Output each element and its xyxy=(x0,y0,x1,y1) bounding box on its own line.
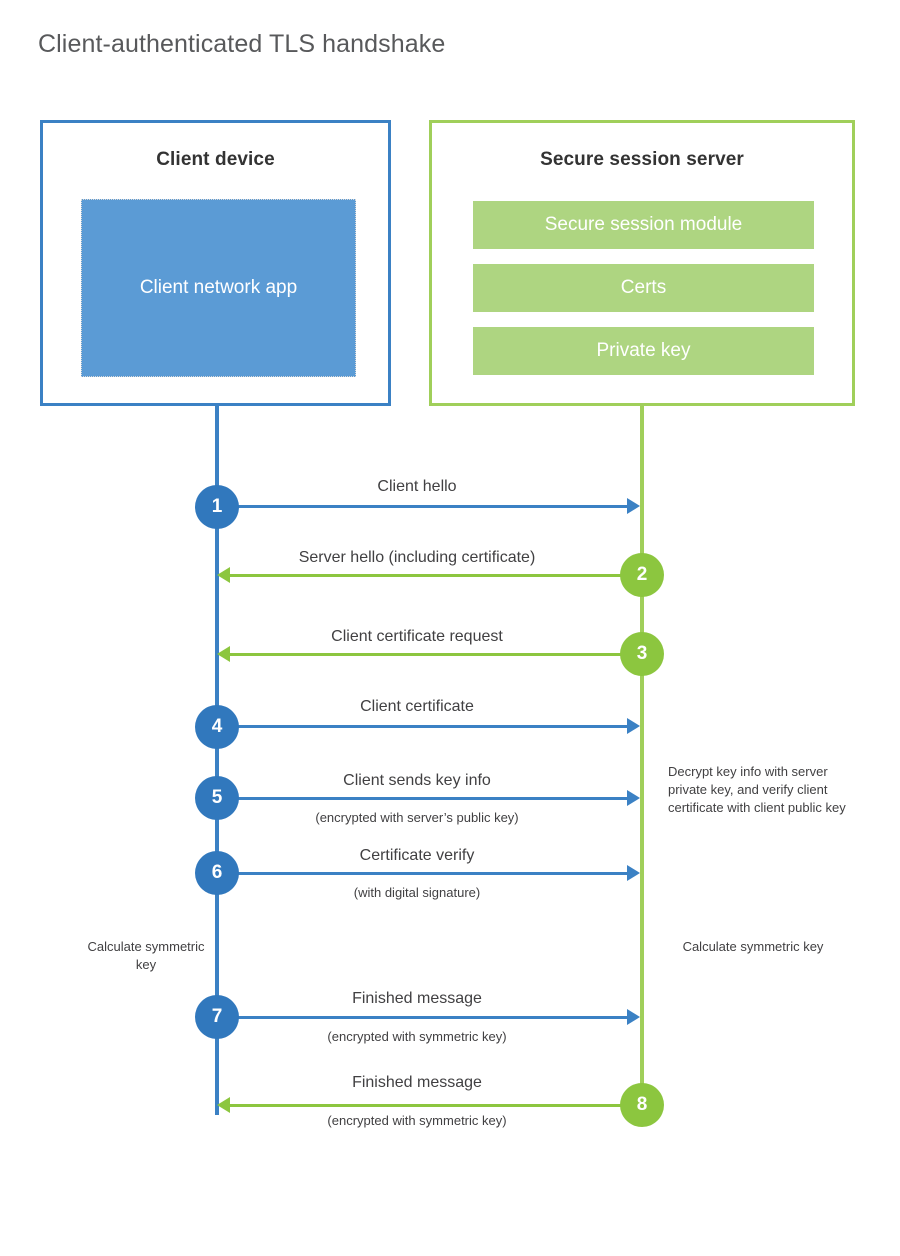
message-7-line xyxy=(217,1016,627,1019)
step-circle-1[interactable]: 1 xyxy=(195,485,239,529)
message-6-arrowhead-icon xyxy=(627,865,640,881)
server-module-secure-session-module: Secure session module xyxy=(473,201,814,249)
message-8-arrowhead-icon xyxy=(217,1097,230,1113)
message-8-label: Finished message xyxy=(352,1074,482,1091)
client-device-title: Client device xyxy=(156,149,275,170)
secure-session-server-box: Secure session server Secure session mod… xyxy=(429,120,855,406)
step-circle-8[interactable]: 8 xyxy=(620,1083,664,1127)
message-6-line xyxy=(217,872,627,875)
step-circle-7[interactable]: 7 xyxy=(195,995,239,1039)
message-5-sublabel: (encrypted with server’s public key) xyxy=(315,810,519,825)
message-3-arrowhead-icon xyxy=(217,646,230,662)
server-module-certs: Certs xyxy=(473,264,814,312)
server-calculate-symmetric-key-note: Calculate symmetric key xyxy=(682,939,824,954)
message-6-label: Certificate verify xyxy=(359,847,475,864)
message-6-sublabel: (with digital signature) xyxy=(353,885,481,900)
message-5-arrowhead-icon xyxy=(627,790,640,806)
message-4-arrowhead-icon xyxy=(627,718,640,734)
message-3-label: Client certificate request xyxy=(331,628,503,645)
step-circle-5[interactable]: 5 xyxy=(195,776,239,820)
message-7-label: Finished message xyxy=(352,990,482,1007)
client-calculate-symmetric-key-note: Calculate symmetric key xyxy=(87,939,205,972)
message-2-arrowhead-icon xyxy=(217,567,230,583)
client-device-box: Client device Client network app xyxy=(40,120,391,406)
message-7-sublabel: (encrypted with symmetric key) xyxy=(327,1029,507,1044)
message-8-line xyxy=(230,1104,642,1107)
client-lifeline xyxy=(215,403,219,1115)
client-network-app-block: Client network app xyxy=(81,199,356,377)
server-decrypt-note: Decrypt key info with server private key… xyxy=(668,764,846,815)
page-title: Client-authenticated TLS handshake xyxy=(38,30,446,58)
message-5-label: Client sends key info xyxy=(343,772,491,789)
message-4-line xyxy=(217,725,627,728)
step-circle-4[interactable]: 4 xyxy=(195,705,239,749)
server-module-private-key: Private key xyxy=(473,327,814,375)
message-5-line xyxy=(217,797,627,800)
message-1-line xyxy=(217,505,627,508)
step-circle-2[interactable]: 2 xyxy=(620,553,664,597)
secure-session-server-title: Secure session server xyxy=(540,149,744,170)
message-2-line xyxy=(230,574,642,577)
step-circle-6[interactable]: 6 xyxy=(195,851,239,895)
message-1-label: Client hello xyxy=(377,478,457,495)
message-2-label: Server hello (including certificate) xyxy=(298,549,536,566)
message-3-line xyxy=(230,653,642,656)
server-lifeline xyxy=(640,403,644,1105)
message-4-label: Client certificate xyxy=(360,698,474,715)
message-1-arrowhead-icon xyxy=(627,498,640,514)
message-7-arrowhead-icon xyxy=(627,1009,640,1025)
step-circle-3[interactable]: 3 xyxy=(620,632,664,676)
message-8-sublabel: (encrypted with symmetric key) xyxy=(327,1113,507,1128)
